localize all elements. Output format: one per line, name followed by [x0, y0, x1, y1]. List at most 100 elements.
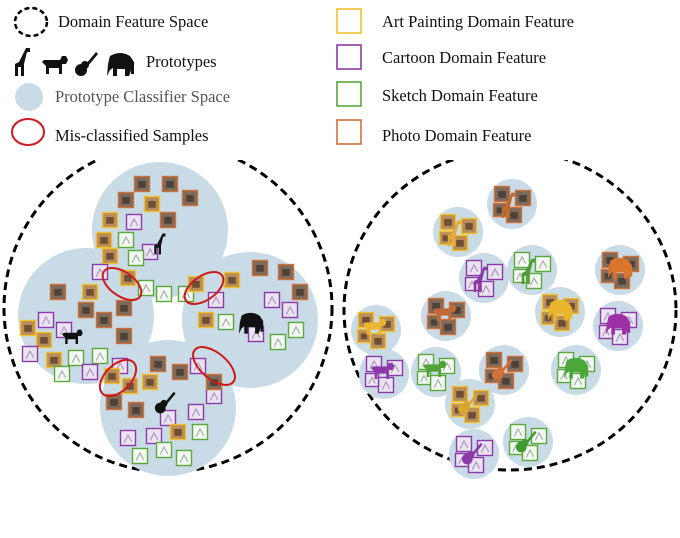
legend-cartoon: Cartoon Domain Feature [382, 48, 547, 67]
cartoon-sample [455, 435, 473, 453]
art-painting-sample [141, 373, 159, 391]
art-painting-sample [438, 230, 454, 246]
cartoon-sample [377, 376, 395, 394]
elephant-icon [563, 357, 589, 379]
cartoon-sample [119, 429, 137, 447]
cartoon-sample [189, 357, 207, 375]
art-painting-sample [121, 377, 139, 395]
misclassified-sample-ring [98, 358, 138, 398]
sketch-sample [191, 423, 209, 441]
dog-icon [433, 304, 457, 321]
photo-sample [133, 175, 151, 193]
legend-prototype-classifier-space: Prototype Classifier Space [55, 87, 231, 106]
cartoon-sample [145, 427, 163, 445]
legend-domain-feature-space: Domain Feature Space [58, 12, 209, 31]
art-painting-sample [19, 319, 37, 337]
cartoon-swatch [336, 44, 362, 70]
cartoon-sample [21, 345, 39, 363]
sketch-sample [534, 255, 552, 273]
art-painting-swatch [336, 8, 362, 34]
sketch-sample [155, 285, 173, 303]
cartoon-sample [91, 263, 109, 281]
elephant-sketch-cluster [551, 345, 601, 395]
dog-icon [42, 56, 68, 74]
cartoon-sample [125, 213, 143, 231]
photo-sample [497, 372, 515, 390]
sketch-sample [155, 441, 173, 459]
guitar-photo-cluster [479, 345, 529, 395]
giraffe-icon [473, 266, 488, 292]
guitar-cartoon-cluster [449, 429, 499, 479]
giraffe-cartoon-cluster [459, 253, 509, 303]
art-painting-sample [187, 275, 205, 293]
guitar-art-painting-cluster [445, 379, 495, 429]
art-painting-sample [143, 195, 161, 213]
photo-sample [149, 355, 167, 373]
domain-feature-space-boundary [342, 160, 678, 472]
sketch-sample [53, 365, 71, 383]
photo-sample [161, 175, 179, 193]
photo-sample [77, 301, 95, 319]
misclassified-sample-ring [192, 346, 236, 386]
art-painting-sample [101, 211, 119, 229]
photo-sample [115, 299, 133, 317]
cartoon-sample [37, 311, 55, 329]
sketch-sample [67, 349, 85, 367]
elephant-photo-cluster [595, 245, 645, 295]
photo-sample [159, 211, 177, 229]
cartoon-sample [464, 276, 480, 292]
photo-sample [95, 311, 113, 329]
dog-art-painting-cluster [351, 305, 401, 355]
photo-sample [127, 401, 145, 419]
giraffe-icon [447, 220, 462, 246]
photo-sample [49, 283, 67, 301]
art-painting-sample [451, 385, 469, 403]
giraffe-icon [501, 192, 516, 218]
elephant-cartoon-cluster [593, 301, 643, 351]
misclassified-sample-ring [101, 267, 143, 301]
photo-sample [492, 202, 508, 218]
art-painting-sample [103, 367, 121, 385]
art-painting-sample [439, 213, 457, 231]
elephant-art-painting-cluster [535, 287, 585, 337]
photo-sample [115, 327, 133, 345]
sketch-sample [287, 321, 305, 339]
photo-swatch [336, 119, 362, 145]
right-feature-space [342, 160, 678, 479]
cartoon-sample [55, 321, 73, 339]
dog-photo-cluster [421, 291, 471, 341]
art-painting-sample [369, 332, 387, 350]
feature-space-diagram [2, 160, 678, 479]
art-painting-sample [169, 423, 187, 441]
dog-icon [62, 329, 83, 344]
left-feature-space [2, 160, 334, 476]
cartoon-sample [281, 301, 299, 319]
art-painting-sample [81, 283, 99, 301]
prototypes-icons [15, 48, 134, 76]
dog-icon [363, 318, 387, 335]
cartoon-sample [486, 263, 504, 281]
guitar-icon [75, 52, 98, 76]
giraffe-art-painting-cluster [433, 207, 483, 257]
photo-sample [181, 189, 199, 207]
sketch-sample [429, 374, 447, 392]
cartoon-sample [205, 387, 223, 405]
photo-sample [117, 191, 135, 209]
guitar-icon [461, 442, 483, 465]
legend-misclassified-samples: Mis-classified Samples [55, 126, 209, 145]
art-painting-sample [119, 269, 137, 287]
cartoon-sample [263, 291, 281, 309]
legend-art-painting: Art Painting Domain Feature [382, 12, 575, 31]
sketch-sample [217, 313, 235, 331]
guitar-icon [154, 391, 176, 414]
photo-sample [291, 283, 309, 301]
elephant-icon [547, 299, 573, 321]
prototype-classifier-space-swatch [15, 83, 43, 111]
elephant-icon [605, 313, 631, 335]
domain-feature-space-swatch [13, 6, 49, 38]
sketch-swatch [336, 81, 362, 107]
giraffe-icon [15, 48, 30, 76]
photo-sample [277, 263, 295, 281]
elephant-icon [238, 312, 264, 334]
misclassified-swatch [11, 118, 45, 146]
